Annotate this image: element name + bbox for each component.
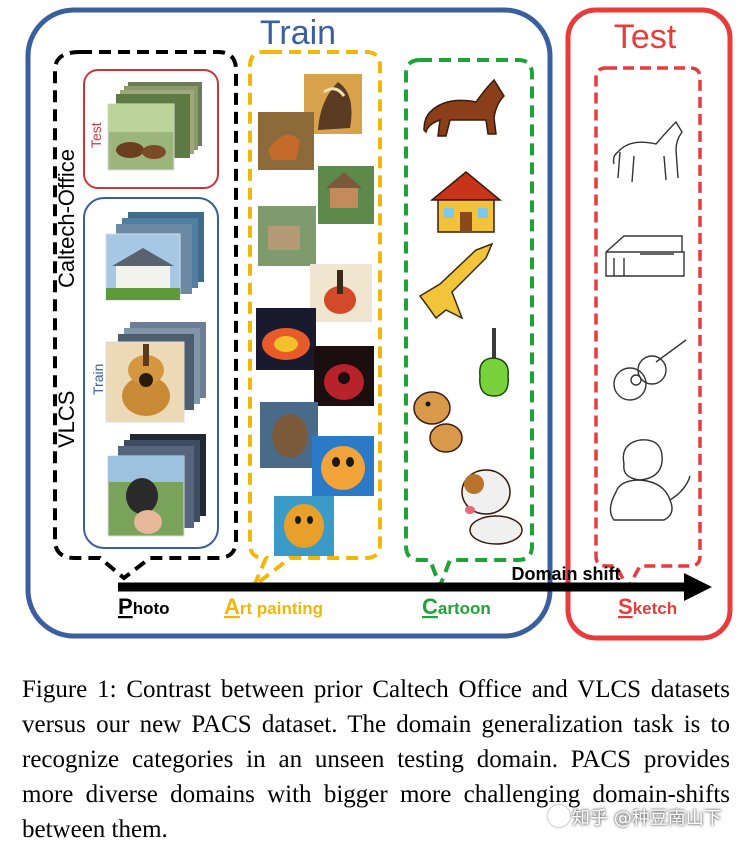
- domain-label-photo: Photo: [118, 594, 170, 619]
- domain-label-sketch: Sketch: [618, 594, 677, 619]
- domain-art-initial: A: [224, 594, 240, 619]
- svg-text:Photo: Photo: [118, 594, 170, 619]
- vlcs-label: VLCS: [54, 391, 79, 448]
- caltech-office-label: Caltech-Office: [54, 149, 79, 288]
- zhihu-logo-icon: [548, 805, 570, 827]
- test-heading: Test: [614, 18, 677, 56]
- domain-art-rest: rt painting: [240, 599, 323, 618]
- sketch-images: [605, 120, 691, 521]
- domain-photo-initial: P: [118, 594, 133, 619]
- train-heading: Train: [260, 14, 336, 52]
- photo-stack-guitar: [105, 322, 206, 423]
- domain-label-cartoon: Cartoon: [422, 594, 491, 619]
- pacs-figure: Train Test Test Train Caltech-Office VLC…: [25, 7, 733, 641]
- vlcs-train-label: Train: [90, 364, 106, 395]
- photo-stack-dog: [107, 434, 206, 537]
- domain-shift-label: Domain shift: [511, 564, 620, 584]
- caltech-test-box: [83, 69, 219, 189]
- zhihu-watermark: 知乎 @种豆南山下: [548, 804, 722, 830]
- train-region-border: [25, 7, 553, 639]
- art-domain-callout: [248, 50, 382, 588]
- svg-text:Sketch: Sketch: [618, 594, 677, 619]
- figure-caption: Figure 1: Contrast between prior Caltech…: [22, 676, 730, 843]
- watermark-text: 知乎 @种豆南山下: [572, 808, 722, 829]
- photo-domain-callout: [53, 50, 238, 581]
- vlcs-train-box: [83, 197, 219, 549]
- domain-shift-arrowhead: [684, 573, 712, 601]
- domain-sketch-rest: ketch: [633, 599, 677, 618]
- photo-stack-horses: [107, 82, 202, 171]
- photo-stack-house: [105, 212, 204, 301]
- domain-sketch-initial: S: [618, 594, 633, 619]
- svg-text:Art painting: Art painting: [224, 594, 323, 619]
- sketch-domain-callout: [594, 66, 702, 592]
- domain-cartoon-rest: artoon: [438, 599, 491, 618]
- cartoon-images: [413, 78, 523, 545]
- domain-label-art: Art painting: [224, 594, 323, 619]
- caltech-test-label: Test: [88, 122, 104, 148]
- domain-photo-rest: hoto: [133, 599, 170, 618]
- test-region-border: [565, 7, 733, 641]
- svg-text:Cartoon: Cartoon: [422, 594, 491, 619]
- art-paintings: [256, 74, 374, 556]
- domain-cartoon-initial: C: [422, 594, 438, 619]
